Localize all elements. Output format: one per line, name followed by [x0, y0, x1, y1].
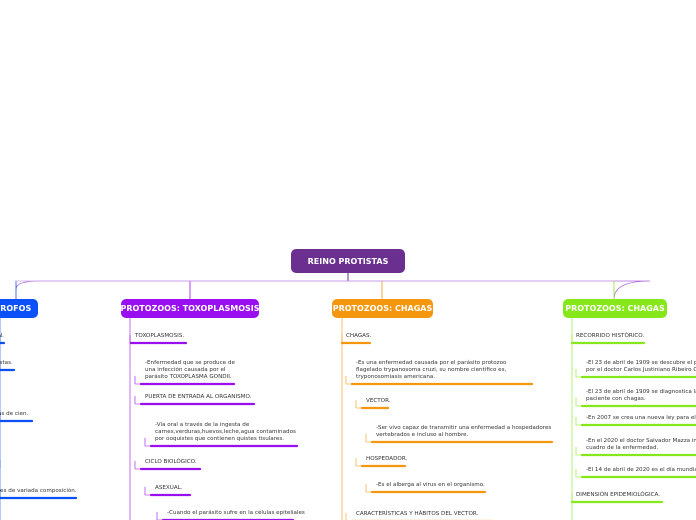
- topic-text[interactable]: -Cuando el parásito sufre en la células …: [167, 510, 305, 517]
- topic-text[interactable]: -El 14 de abril de 2020 es el día mundia: [586, 467, 696, 474]
- branch-node-trofos[interactable]: TROFOS: [0, 299, 38, 318]
- topic-text[interactable]: -El 23 de abril de 1909 se descubre el p…: [586, 360, 696, 374]
- topic-text[interactable]: PUERTA DE ENTRADA AL ORGANISMO.: [145, 394, 251, 401]
- branch-title: PROTOZOOS: CHAGAS: [565, 304, 665, 313]
- topic-text[interactable]: CHAGAS.: [346, 333, 371, 340]
- topic-text[interactable]: CARACTERÍSTICAS Y HÁBITOS DEL VECTOR.: [356, 511, 478, 518]
- topic-line: -El 23 de abril de 1909 se diagnostica l…: [586, 389, 696, 395]
- connector-line: [575, 446, 583, 456]
- topic-text[interactable]: ASEXUAL.: [155, 485, 183, 492]
- topic-text[interactable]: ás de cien.: [0, 411, 28, 418]
- topic-line: cuadro de la enfermedad.: [586, 445, 659, 451]
- connector-line: [144, 437, 152, 447]
- connector-line: [355, 399, 363, 409]
- connector-line: [134, 395, 142, 405]
- topic-text[interactable]: TOXOPLASMOSIS.: [135, 333, 184, 340]
- topic-line: -En el 2020 el doctor Salvador Mazza in: [586, 438, 696, 444]
- topic-line: flagelado trypanosoma cruzi, su nombre c…: [356, 367, 507, 373]
- topic-line: ASEXUAL.: [155, 485, 183, 491]
- connector-line: [575, 397, 583, 407]
- connector-line: [345, 512, 347, 520]
- connector-line: [575, 368, 583, 378]
- topic-text[interactable]: istas.: [0, 360, 13, 367]
- topic-text[interactable]: HOSPEDADOR.: [366, 456, 407, 463]
- connector-line: [365, 433, 373, 443]
- topic-text[interactable]: -El 23 de abril de 1909 se diagnostica l…: [586, 389, 696, 403]
- connector-line: [144, 486, 152, 496]
- topic-line: -Enfermedad que se produce de: [145, 360, 235, 366]
- connector-line: [134, 375, 142, 385]
- branch-node-chagas[interactable]: PROTOZOOS: CHAGAS: [332, 299, 433, 318]
- topic-text[interactable]: res de variada composición.: [0, 488, 77, 495]
- topic-text[interactable]: -Es una enfermedad causada por el parási…: [356, 360, 506, 381]
- connector-line: [156, 511, 164, 520]
- topic-line: PUERTA DE ENTRADA AL ORGANISMO.: [145, 394, 252, 400]
- topic-line: CARACTERÍSTICAS Y HÁBITOS DEL VECTOR.: [356, 511, 479, 517]
- topic-line: HOSPEDADOR.: [366, 456, 408, 462]
- topic-text[interactable]: -En 2007 se crea una nueva ley para el: [586, 415, 696, 422]
- connector-line: [575, 416, 583, 426]
- topic-line: una infección causada por el: [145, 367, 226, 373]
- branch-title: PROTOZOOS: TOXOPLASMOSIS: [120, 304, 260, 313]
- topic-line: ás de cien.: [0, 411, 29, 417]
- topic-line: DIMENSIÓN EPIDEMIOLÓGICA.: [576, 492, 661, 498]
- topic-line: -El 14 de abril de 2020 es el día mundia: [586, 467, 696, 473]
- connector-line: [345, 375, 353, 385]
- topic-line: TOXOPLASMOSIS.: [135, 333, 185, 339]
- connector-line: [134, 460, 142, 470]
- connector-line: [355, 457, 363, 467]
- topic-line: CICLO BIOLÓGICO.: [145, 459, 197, 465]
- topic-line: parásito TOXOPLASMA GONDII.: [145, 374, 232, 380]
- branch-title: PROTOZOOS: CHAGAS: [332, 304, 433, 313]
- topic-text[interactable]: -Es el alberga al virus en el organismo.: [376, 482, 485, 489]
- topic-line: carnes,verduras,huevos,leche,agua contam…: [155, 429, 296, 435]
- topic-text[interactable]: RECORRIDO HISTÓRICO.: [576, 333, 644, 340]
- topic-line: RECORRIDO HISTÓRICO.: [576, 333, 645, 339]
- topic-line: res de variada composición.: [0, 488, 77, 494]
- branch-node-chagas-history[interactable]: PROTOZOOS: CHAGAS: [563, 299, 667, 318]
- topic-line: -Ser vivo capaz de transmitir una enferm…: [376, 425, 552, 431]
- topic-text[interactable]: N.: [0, 333, 4, 340]
- branch-title: TROFOS: [0, 304, 32, 313]
- connector-line: [575, 468, 583, 478]
- topic-line: por el doctor Carlos Justiniano Ribeiro …: [586, 367, 696, 373]
- topic-line: tryponosomiasis americana.: [356, 374, 436, 380]
- branch-node-toxoplasmosis[interactable]: PROTOZOOS: TOXOPLASMOSIS: [120, 299, 260, 318]
- topic-line: -Es una enfermedad causada por el parási…: [356, 360, 507, 366]
- topic-text[interactable]: CICLO BIOLÓGICO.: [145, 459, 197, 466]
- connector-line: [15, 280, 651, 300]
- connector-line: [365, 483, 373, 493]
- topic-line: CHAGAS.: [346, 333, 372, 339]
- topic-line: paciente con chagas.: [586, 396, 646, 402]
- topic-line: -Cuando el parásito sufre en la células …: [167, 510, 305, 516]
- topic-line: istas.: [0, 360, 13, 366]
- topic-text[interactable]: DIMENSIÓN EPIDEMIOLÓGICA.: [576, 492, 660, 499]
- topic-line: VECTOR.: [366, 398, 391, 404]
- topic-line: -Es el alberga al virus en el organismo.: [376, 482, 485, 488]
- topic-line: por ooquistes que contienen quistes tisu…: [155, 436, 285, 442]
- topic-line: N.: [0, 333, 4, 339]
- topic-text[interactable]: -Ser vivo capaz de transmitir una enferm…: [376, 425, 551, 439]
- topic-line: -El 23 de abril de 1909 se descubre el p: [586, 360, 696, 366]
- root-node[interactable]: REINO PROTISTAS: [291, 249, 405, 273]
- topic-line: vertebrados e incluso al hombre.: [376, 432, 469, 438]
- root-label: REINO PROTISTAS: [307, 256, 389, 266]
- topic-line: -En 2007 se crea una nueva ley para el: [586, 415, 696, 421]
- topic-text[interactable]: VECTOR.: [366, 398, 391, 405]
- topic-line: -Vía oral a través de la ingesta de: [155, 422, 250, 428]
